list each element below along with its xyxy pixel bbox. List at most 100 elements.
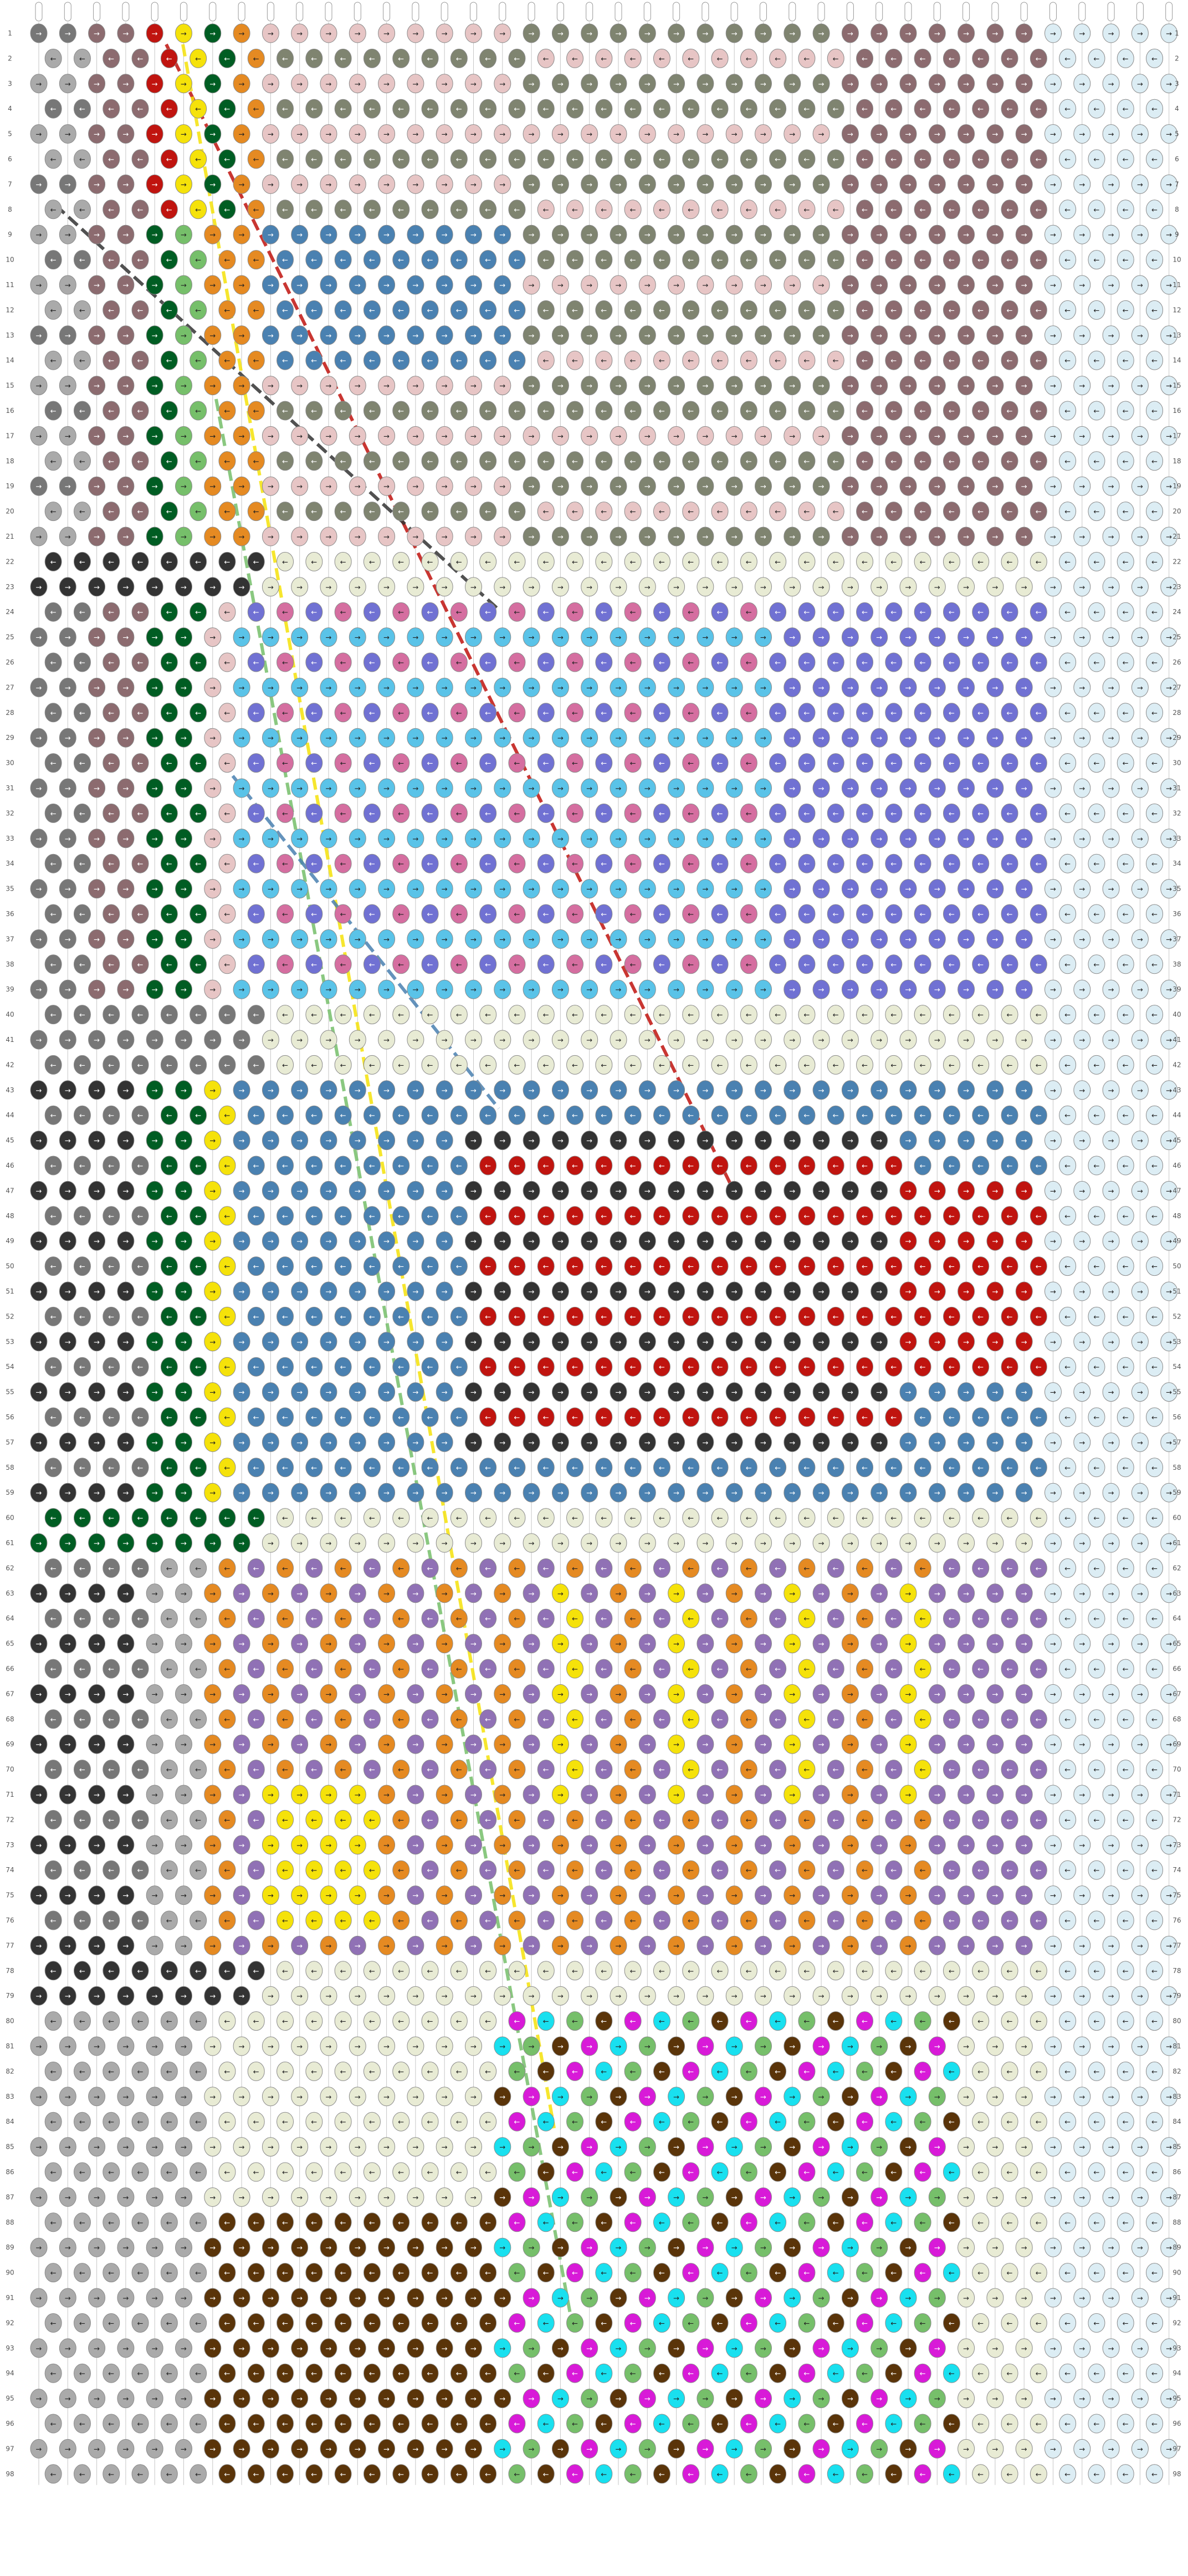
arrow-left-icon: ← [688, 961, 694, 969]
arrow-left-icon: ← [79, 257, 85, 265]
knot: ← [885, 1106, 902, 1125]
knot: → [407, 24, 424, 43]
arrow-left-icon: ← [427, 1263, 433, 1271]
knot: → [610, 779, 627, 798]
knot: → [59, 1181, 76, 1200]
arrow-left-icon: ← [340, 760, 346, 768]
knot: → [262, 1433, 279, 1451]
arrow-right-icon: → [181, 80, 187, 89]
knot: ← [740, 200, 757, 219]
arrow-right-icon: → [122, 1137, 129, 1146]
arrow-right-icon: → [442, 1540, 448, 1548]
arrow-right-icon: → [992, 131, 998, 139]
knot: → [320, 628, 337, 647]
knot: → [697, 728, 714, 747]
arrow-right-icon: → [1108, 584, 1114, 592]
arrow-left-icon: ← [920, 458, 926, 466]
knot: → [407, 1181, 424, 1200]
knot: ← [1059, 49, 1076, 68]
arrow-left-icon: ← [79, 306, 85, 315]
arrow-right-icon: → [760, 886, 766, 894]
knot: → [958, 225, 975, 244]
arrow-right-icon: → [586, 1590, 592, 1598]
knot: → [639, 1534, 656, 1552]
arrow-right-icon: → [616, 282, 622, 290]
arrow-right-icon: → [239, 936, 245, 944]
knot: → [610, 678, 627, 697]
knot: ← [770, 1257, 786, 1276]
arrow-right-icon: → [876, 684, 882, 692]
knot: ← [740, 1408, 757, 1427]
knot: → [1103, 829, 1119, 848]
knot: → [523, 1433, 540, 1451]
arrow-left-icon: ← [1064, 257, 1071, 265]
knot: ← [972, 452, 989, 471]
knot: ← [653, 1055, 670, 1074]
arrow-right-icon: → [296, 1439, 303, 1447]
arrow-left-icon: ← [572, 458, 578, 466]
arrow-right-icon: → [326, 785, 332, 793]
knot: → [436, 1534, 453, 1552]
arrow-right-icon: → [673, 835, 679, 844]
arrow-left-icon: ← [920, 1363, 926, 1372]
knot: → [89, 1332, 105, 1351]
knot: ← [480, 754, 496, 773]
knot: ← [740, 955, 757, 974]
knot: → [697, 125, 714, 144]
arrow-right-icon: → [616, 936, 622, 944]
knot: ← [596, 1509, 612, 1527]
arrow-left-icon: ← [803, 1363, 810, 1372]
knot: ← [798, 351, 815, 370]
arrow-left-icon: ← [803, 1565, 810, 1573]
arrow-left-icon: ← [253, 1061, 259, 1070]
arrow-left-icon: ← [456, 306, 462, 315]
arrow-right-icon: → [760, 1238, 766, 1246]
knot: ← [1059, 1558, 1076, 1577]
knot: ← [335, 754, 351, 773]
knot: → [842, 1030, 858, 1049]
arrow-right-icon: → [65, 332, 71, 340]
knot: → [581, 477, 598, 495]
knot: → [146, 728, 163, 747]
knot: → [59, 929, 76, 948]
arrow-right-icon: → [616, 483, 622, 491]
arrow-right-icon: → [1021, 986, 1027, 994]
arrow-right-icon: → [1050, 533, 1056, 541]
arrow-right-icon: → [731, 332, 738, 340]
arrow-right-icon: → [934, 181, 940, 189]
arrow-left-icon: ← [427, 156, 433, 164]
arrow-right-icon: → [181, 1238, 187, 1246]
knot: ← [190, 1156, 207, 1175]
arrow-right-icon: → [94, 1590, 100, 1598]
arrow-left-icon: ← [572, 558, 578, 566]
knot: ← [740, 502, 757, 521]
arrow-left-icon: ← [572, 1414, 578, 1422]
knot: ← [1146, 1357, 1163, 1376]
knot: → [639, 1131, 656, 1150]
knot: ← [798, 1005, 815, 1024]
arrow-right-icon: → [1137, 1338, 1143, 1347]
knot: ← [770, 1156, 786, 1175]
knot: ← [306, 1307, 322, 1326]
arrow-left-icon: ← [311, 659, 317, 667]
arrow-left-icon: ← [1007, 760, 1013, 768]
arrow-right-icon: → [442, 80, 448, 89]
knot: → [755, 175, 772, 193]
arrow-right-icon: → [557, 684, 564, 692]
arrow-right-icon: → [586, 684, 592, 692]
knot: ← [567, 1005, 583, 1024]
knot: ← [393, 955, 409, 974]
arrow-left-icon: ← [833, 306, 839, 315]
knot: ← [480, 955, 496, 974]
arrow-left-icon: ← [253, 1414, 259, 1422]
knot: ← [190, 854, 207, 873]
arrow-right-icon: → [847, 483, 853, 491]
knot: → [407, 1534, 424, 1552]
knot: → [1103, 74, 1119, 93]
knot: → [30, 980, 47, 999]
knot: → [1074, 24, 1090, 43]
arrow-right-icon: → [789, 785, 795, 793]
knot: ← [1030, 200, 1047, 219]
knot: ← [972, 602, 989, 621]
arrow-left-icon: ← [369, 1515, 375, 1523]
